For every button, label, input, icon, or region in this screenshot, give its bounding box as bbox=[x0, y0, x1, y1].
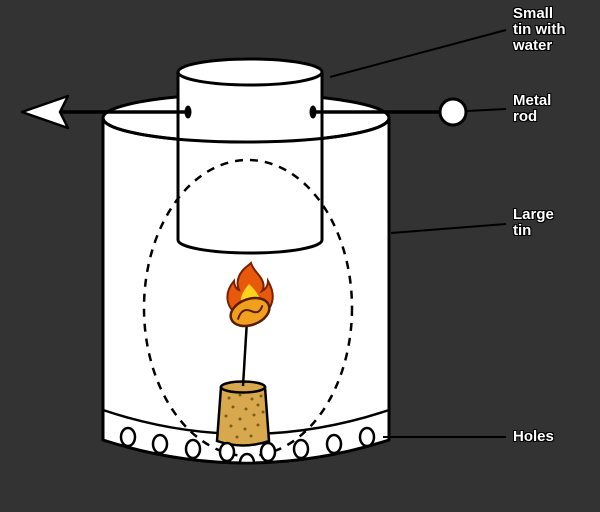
label-line: Holes bbox=[513, 428, 554, 445]
small-tin bbox=[176, 57, 324, 255]
peanut-body bbox=[229, 296, 271, 328]
vent-hole bbox=[119, 426, 137, 448]
vent-hole bbox=[292, 438, 310, 460]
label-line: rod bbox=[513, 108, 538, 125]
large-tin-rim-front-arc bbox=[101, 117, 391, 144]
cork-body bbox=[215, 385, 271, 447]
label-line: tin bbox=[513, 222, 532, 239]
vent-hole-half bbox=[238, 452, 256, 465]
label-line: tin with bbox=[513, 21, 566, 38]
vent-hole bbox=[358, 426, 376, 448]
label-holes: Holes bbox=[513, 429, 554, 445]
metal-rod bbox=[20, 94, 468, 130]
vent-holes bbox=[119, 426, 376, 465]
label-metal-rod: Metal rod bbox=[513, 93, 551, 125]
label-line: water bbox=[513, 37, 553, 54]
rod-knob bbox=[438, 97, 468, 127]
vent-hole bbox=[325, 433, 343, 455]
label-small-tin-with-water: Small tin with water bbox=[513, 6, 566, 54]
label-line: Small bbox=[513, 5, 554, 22]
vent-hole bbox=[151, 433, 169, 455]
rod-entry-hole-right bbox=[309, 105, 317, 119]
label-line: Metal bbox=[513, 92, 552, 109]
label-line: Large bbox=[513, 206, 554, 223]
small-tin-body bbox=[178, 72, 322, 253]
rod-entry-hole-left bbox=[184, 105, 192, 119]
vent-hole bbox=[259, 441, 277, 463]
pointer-line-large-tin bbox=[390, 223, 507, 234]
vent-hole bbox=[218, 441, 236, 463]
food-sample-peanut bbox=[229, 296, 271, 328]
mounting-pin bbox=[241, 319, 249, 387]
vent-hole bbox=[184, 438, 202, 460]
cork-stand bbox=[215, 380, 271, 447]
peanut-crease bbox=[236, 305, 264, 320]
pointer-lines bbox=[329, 29, 507, 438]
small-tin-outline bbox=[176, 72, 324, 255]
rod-arrow-tip bbox=[20, 94, 70, 130]
small-tin-top-rim bbox=[176, 57, 324, 87]
pointer-line-metal-rod bbox=[466, 108, 507, 112]
pointer-line-small-tin bbox=[329, 29, 507, 78]
cork-speckles bbox=[224, 393, 265, 439]
label-large-tin: Large tin bbox=[513, 207, 554, 239]
